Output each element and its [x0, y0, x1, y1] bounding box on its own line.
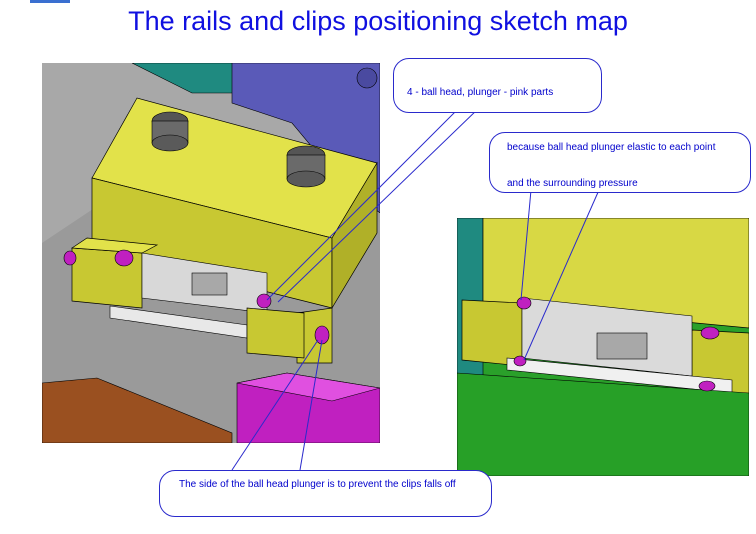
callout-right-box: [489, 132, 751, 193]
callout-top-text: 4 - ball head, plunger - pink parts: [407, 87, 554, 98]
corner-logo-mark: [30, 0, 70, 3]
callout-bottom-box: [159, 470, 492, 517]
callout-top-box: [393, 58, 602, 113]
right-closeup-render: [457, 218, 749, 476]
callout-bottom-text: The side of the ball head plunger is to …: [179, 479, 456, 490]
callout-right-text-line2: and the surrounding pressure: [507, 178, 638, 189]
callout-right-text-line1: because ball head plunger elastic to eac…: [507, 142, 716, 153]
left-assembly-render: [42, 63, 380, 443]
page-title: The rails and clips positioning sketch m…: [128, 6, 628, 36]
